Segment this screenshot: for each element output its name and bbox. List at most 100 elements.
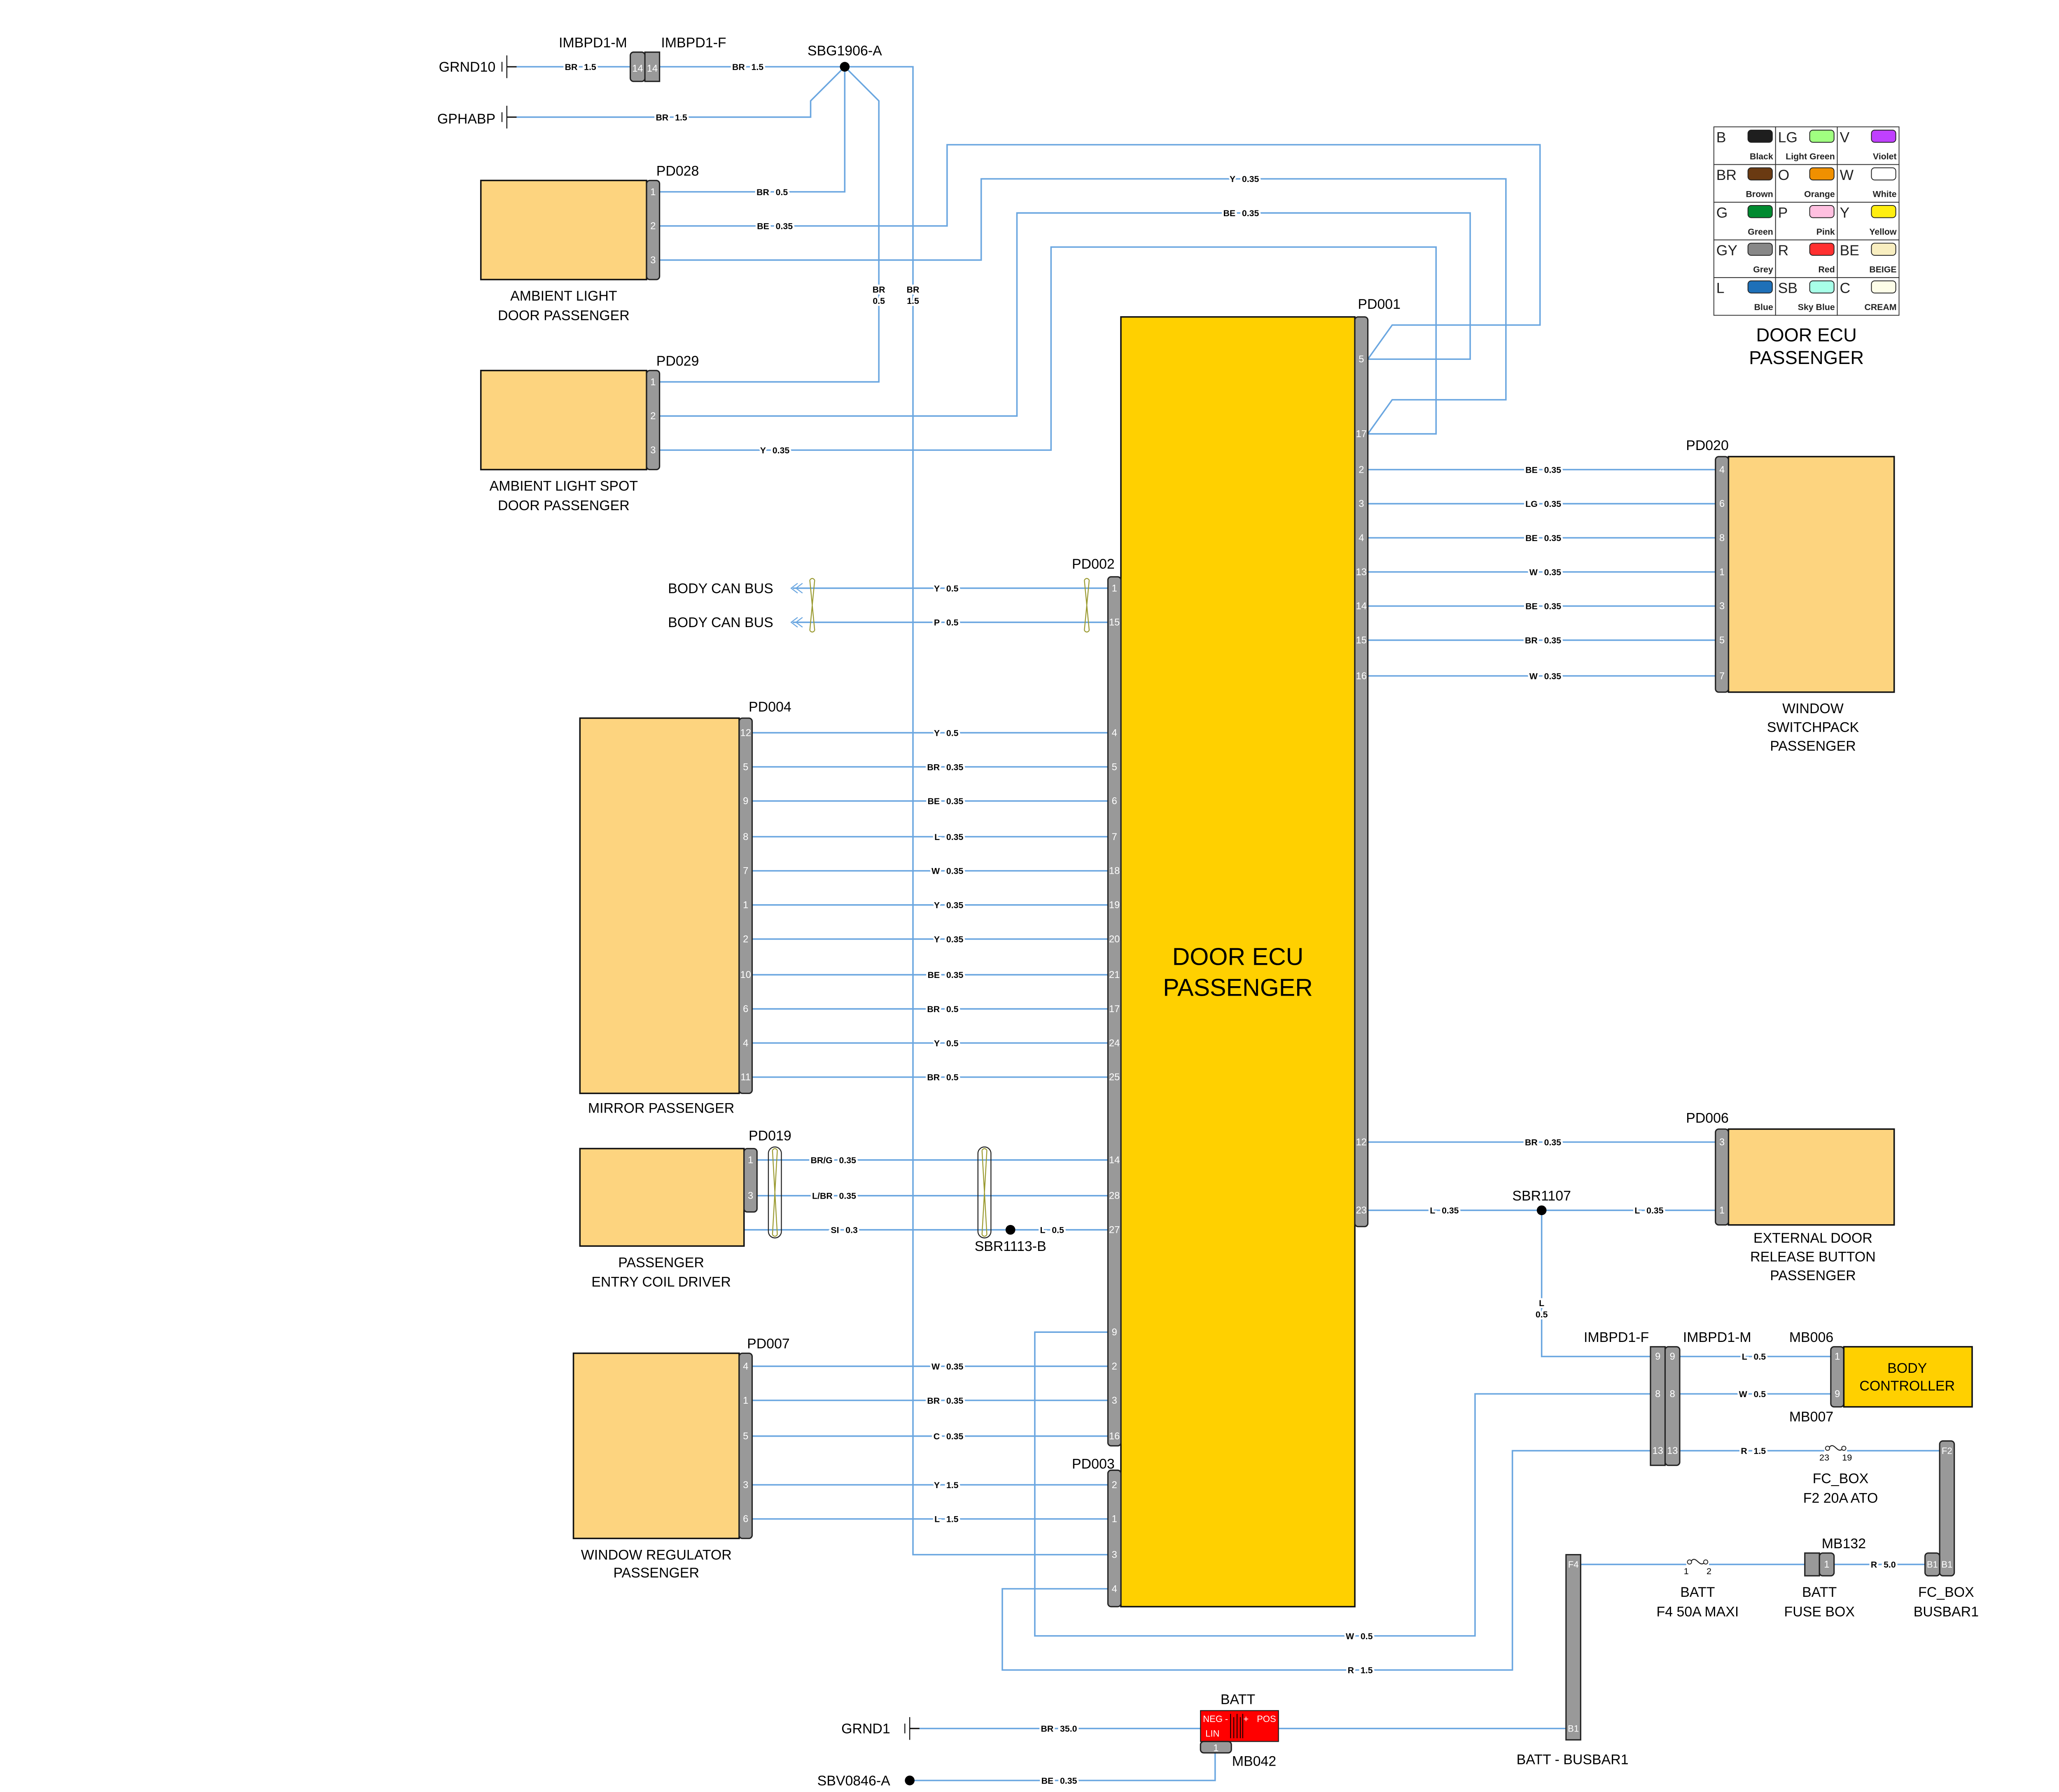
legend-name: Sky Blue	[1798, 302, 1835, 312]
component-name: CONTROLLER	[1859, 1378, 1955, 1394]
wire	[659, 67, 846, 193]
pin-number: 9	[743, 796, 748, 807]
wire-size: 0.5	[776, 187, 788, 197]
wire	[516, 66, 845, 118]
wire-color-code: BE	[928, 796, 940, 806]
wire-color-code: BR	[656, 112, 669, 122]
wire-size: 0.35	[1442, 1206, 1459, 1216]
wire-color-code: R	[1741, 1446, 1747, 1456]
component-ambient-light-spot	[480, 370, 647, 471]
pin-number: 3	[1112, 1395, 1117, 1406]
legend-name: Orange	[1804, 189, 1835, 199]
pin-number: 8	[1719, 533, 1725, 544]
component-name: FC_BOX	[1918, 1584, 1974, 1600]
splice-dot	[1005, 1225, 1015, 1235]
component-name: DOOR PASSENGER	[498, 498, 630, 513]
pin-number: 11	[740, 1072, 751, 1083]
connector-mb042	[1200, 1741, 1232, 1754]
legend-code: W	[1840, 167, 1854, 183]
wire-size: 0.35	[946, 796, 964, 806]
wire-size: 0.5	[1753, 1352, 1766, 1362]
legend-code: G	[1716, 205, 1728, 221]
connector-pd003	[1107, 1469, 1122, 1608]
legend-name: Brown	[1746, 189, 1773, 199]
wire-color-code: L	[1040, 1225, 1046, 1235]
connector-label: IMBPD1-M	[1683, 1330, 1751, 1345]
connector-pd006	[1715, 1128, 1729, 1226]
pin-number: 3	[1719, 601, 1725, 612]
connector-label: IMBPD1-M	[559, 35, 627, 51]
legend-code: R	[1778, 242, 1789, 259]
pin-number: 4	[1359, 533, 1364, 544]
pin-number: 12	[740, 728, 751, 738]
wire-size: 0.35	[839, 1191, 857, 1201]
wire-color-code: W	[931, 1362, 940, 1372]
pin-number: 5	[1359, 354, 1364, 365]
wire-color-code: Y	[934, 728, 940, 738]
wire-color-code: BE	[1525, 465, 1538, 475]
wire-color-code: W	[1346, 1631, 1354, 1641]
pin-number: 4	[743, 1038, 748, 1049]
pin-number: 1	[650, 377, 656, 387]
pin-number: 1	[1835, 1351, 1840, 1362]
pin-number: 6	[743, 1004, 748, 1015]
component-body-controller	[1843, 1346, 1973, 1408]
pin-number: 8	[1670, 1389, 1675, 1400]
wire-size: 0.5	[946, 728, 959, 738]
pin-number: 2	[1112, 1361, 1117, 1372]
splice-label: SBV0846-A	[817, 1773, 891, 1789]
wire-size: 0.35	[946, 901, 964, 910]
wire-size: 0.35	[946, 832, 964, 842]
wire-color-code: BR	[907, 285, 920, 294]
wire-size: 0.5	[1536, 1310, 1548, 1320]
pin-number: B1	[1927, 1559, 1938, 1570]
pin-number: 7	[743, 866, 748, 877]
connector-label: PD003	[1072, 1456, 1115, 1472]
connector-imbpd1-f	[644, 51, 661, 82]
pin-number: 1	[1112, 583, 1117, 594]
pin-number: 1	[743, 1395, 748, 1406]
wire-color-code: BR	[565, 62, 578, 72]
connector-mb132	[1819, 1552, 1835, 1577]
component-mirror	[579, 717, 740, 1094]
connector-imbpd1-f	[1650, 1346, 1666, 1466]
battery-body	[1200, 1710, 1279, 1742]
wire-size: 1.5	[946, 1514, 959, 1524]
wire-size: 1.5	[675, 112, 687, 122]
wire-size: 0.35	[1544, 533, 1562, 543]
connector-pd028	[646, 180, 661, 280]
pin-number: 23	[1356, 1205, 1367, 1216]
connector-pd029	[646, 370, 661, 471]
component-name: AMBIENT LIGHT SPOT	[490, 478, 638, 494]
legend-name: White	[1873, 189, 1897, 199]
wire-color-code: BE	[1525, 533, 1538, 543]
connector-label: MB042	[1232, 1753, 1276, 1769]
wire-size: 0.35	[946, 866, 964, 876]
wire-size: 0.35	[946, 970, 964, 980]
legend-code: L	[1716, 280, 1725, 296]
pin-number: 19	[1109, 900, 1120, 911]
component-name: WINDOW REGULATOR	[581, 1547, 732, 1563]
pin-number: 3	[748, 1191, 753, 1202]
component-window-switchpack	[1728, 456, 1895, 693]
wire-size: 0.5	[1052, 1225, 1064, 1235]
pin-number: 15	[1109, 617, 1120, 628]
component-name: DOOR PASSENGER	[498, 308, 630, 324]
fuse-pin: 19	[1842, 1452, 1852, 1463]
pin-number: 4	[1719, 464, 1725, 475]
color-swatch	[1747, 130, 1773, 143]
legend-name: CREAM	[1865, 302, 1897, 312]
twisted-pair-icon	[1084, 578, 1090, 633]
pin-number: 8	[743, 832, 748, 842]
pin-number: 17	[1356, 429, 1367, 440]
wire-color-code: BR	[927, 762, 940, 772]
wire-size: 1.5	[752, 62, 764, 72]
wire-color-code: SI	[831, 1225, 839, 1235]
pin-number: 9	[1655, 1351, 1660, 1362]
twisted-pair-icon	[809, 578, 815, 633]
pin-number: 1	[748, 1155, 753, 1166]
splice-label: SBR1113-B	[975, 1239, 1046, 1254]
